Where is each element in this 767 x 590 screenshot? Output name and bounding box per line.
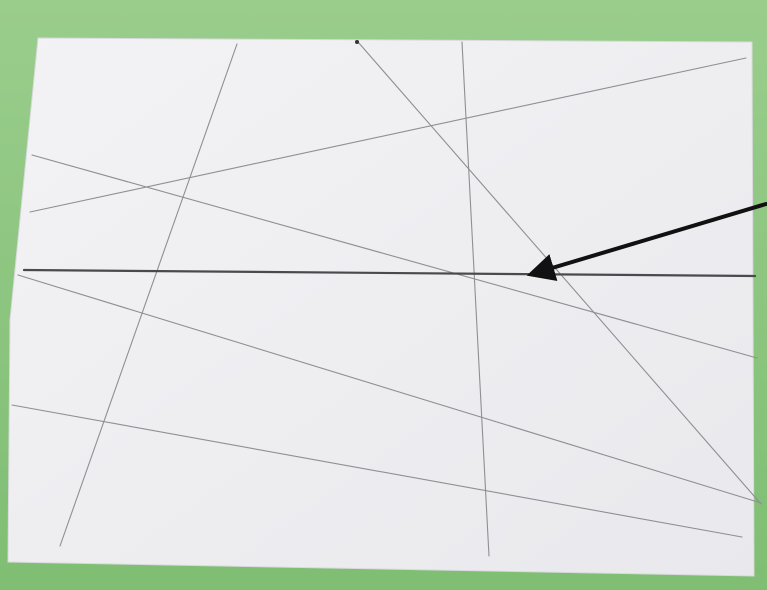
paper-sheet [8, 38, 754, 576]
pencil-mark [355, 40, 359, 44]
